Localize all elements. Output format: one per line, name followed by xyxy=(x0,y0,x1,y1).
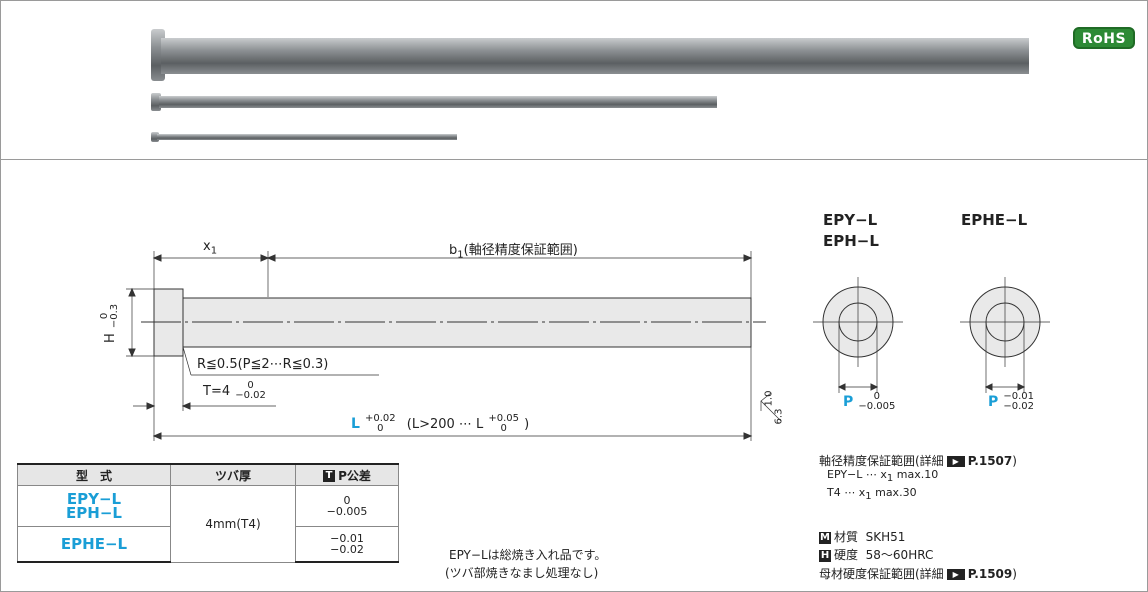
header-type: 型 式 xyxy=(17,463,171,486)
tolerance-cell: −0.01 −0.02 xyxy=(295,526,399,563)
surface-mark-label-2: 6.3 xyxy=(773,408,785,425)
header-thickness: ツバ厚 xyxy=(170,463,296,486)
surface-mark-label: 1.0 xyxy=(763,390,775,407)
small-pin-image xyxy=(151,132,457,142)
t-label: T=4 0 −0.02 xyxy=(203,379,266,401)
catalog-ref-icon: ▶ xyxy=(946,456,965,467)
large-pin-image xyxy=(151,29,1029,81)
type-cell: EPHE−L xyxy=(17,526,171,563)
hardness-icon: H xyxy=(819,549,831,562)
hardening-note-1: EPY−Lは総焼き入れ品です。 xyxy=(449,548,607,562)
epy-p-tolerance: P 0 −0.005 xyxy=(843,390,896,412)
catalog-ref-icon: ▶ xyxy=(946,569,965,580)
product-photo xyxy=(151,29,1029,142)
view-title-ephe: EPHE−L xyxy=(961,211,1028,229)
shaft-range-note: 軸径精度保証範囲(詳細▶P.1507) xyxy=(819,454,1017,468)
type-cell: EPY−L EPH−L xyxy=(17,485,171,527)
table-row: EPY−L EPH−L 4mm(T4) 0 −0.005 xyxy=(17,485,399,563)
table-row: EPHE−L −0.01 −0.02 xyxy=(17,526,399,563)
b1-label: b1(軸径精度保証範囲) xyxy=(449,243,578,261)
section-divider xyxy=(1,159,1147,160)
h-label: H 0 −0.3 xyxy=(98,303,120,343)
epy-end-view xyxy=(813,277,903,393)
x1-label: x1 xyxy=(203,239,218,257)
rohs-badge: RoHS xyxy=(1073,27,1135,49)
view-title-eph: EPH−L xyxy=(823,232,879,250)
l-label: L +0.02 0 (L>200 ⋯ L +0.05 0 ) xyxy=(351,412,530,434)
r-note: R≦0.5(P≦2⋯R≦0.3) xyxy=(197,357,329,372)
view-title-epy: EPY−L xyxy=(823,211,878,229)
medium-pin-image xyxy=(151,93,717,111)
ephe-p-tolerance: P −0.01 −0.02 xyxy=(988,390,1035,412)
t-badge-icon: T xyxy=(323,470,336,482)
hardening-note-2: (ツバ部焼きなまし処理なし) xyxy=(445,566,599,580)
t4-range-line: T4 ⋯ x1 max.30 xyxy=(827,486,917,503)
tolerance-cell: 0 −0.005 xyxy=(295,485,399,527)
material-icon: M xyxy=(819,531,831,544)
thickness-cell: 4mm(T4) xyxy=(170,485,296,563)
epy-range-line: EPY−L ⋯ x1 max.10 xyxy=(827,468,939,485)
ephe-end-view xyxy=(960,277,1050,393)
base-hardness-note: 母材硬度保証範囲(詳細▶P.1509) xyxy=(819,567,1017,581)
